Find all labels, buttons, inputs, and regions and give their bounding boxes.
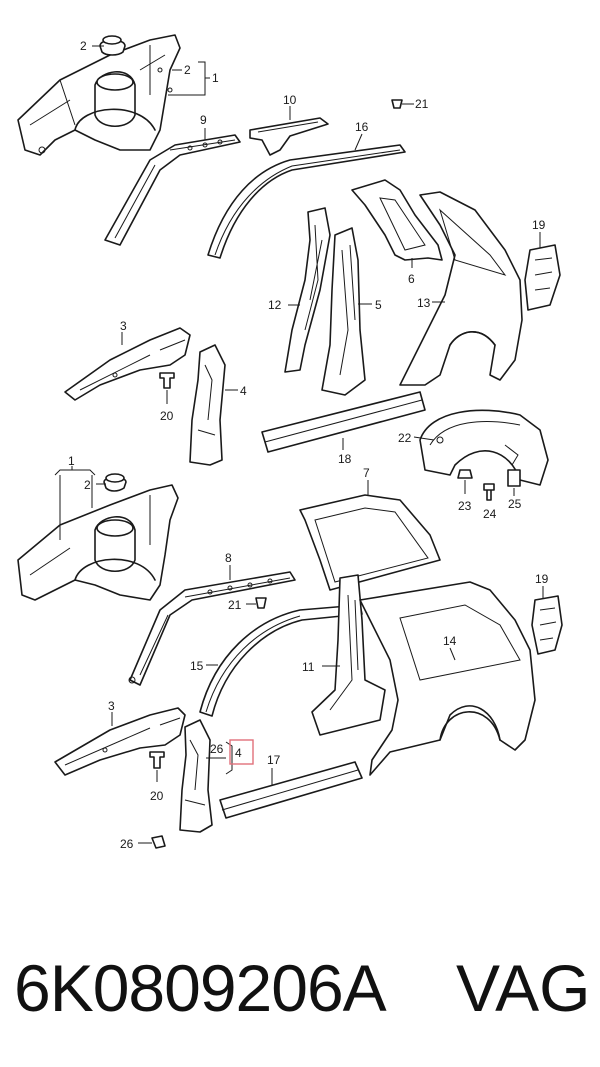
part-11	[311, 574, 386, 736]
callout-22: 22	[398, 431, 412, 445]
callout-3: 3	[108, 699, 115, 713]
part-26	[151, 835, 166, 849]
callout-1: 1	[68, 454, 75, 468]
callout-9: 9	[200, 113, 207, 127]
wheelhouse-assembly-mid	[17, 473, 179, 601]
part-23	[457, 469, 473, 479]
callout-19: 19	[532, 218, 546, 232]
callout-24: 24	[483, 507, 497, 521]
callout-2: 2	[184, 63, 191, 77]
part-3	[54, 707, 186, 776]
callout-23: 23	[458, 499, 472, 513]
callout-2: 2	[80, 39, 87, 53]
part-9	[104, 134, 241, 246]
callout-8: 8	[225, 551, 232, 565]
part-20	[159, 372, 175, 389]
callout-25: 25	[508, 497, 522, 511]
part-24	[483, 483, 495, 501]
callout-6: 6	[408, 272, 415, 286]
part-20	[149, 751, 165, 769]
callout-10: 10	[283, 93, 297, 107]
callout-3: 3	[120, 319, 127, 333]
callout-5: 5	[375, 298, 382, 312]
part-7	[299, 494, 441, 591]
part-10	[249, 117, 329, 156]
part-21	[391, 99, 403, 109]
part-13	[399, 191, 523, 386]
callout-26: 26	[210, 742, 224, 756]
part-6	[351, 179, 443, 261]
part-12	[284, 207, 331, 373]
callout-4: 4	[235, 746, 242, 760]
callout-21: 21	[228, 598, 242, 612]
part-19	[524, 244, 561, 311]
callout-17: 17	[267, 753, 281, 767]
parts-diagram: 2 2 1 9 10 21 16 12 5	[17, 34, 563, 851]
brand: VAG	[456, 951, 591, 1025]
callout-13: 13	[417, 296, 431, 310]
part-3	[64, 327, 191, 401]
callout-16: 16	[355, 120, 369, 134]
callout-15: 15	[190, 659, 204, 673]
part-25	[507, 469, 521, 487]
part-8	[128, 571, 296, 686]
callout-21: 21	[415, 97, 429, 111]
wheelhouse-assembly-top	[17, 34, 181, 156]
part-22	[419, 409, 549, 486]
callout-11: 11	[302, 660, 315, 674]
callout-1: 1	[212, 71, 219, 85]
part-18	[261, 391, 426, 453]
callout-26: 26	[120, 837, 134, 851]
callout-19: 19	[535, 572, 549, 586]
callout-20: 20	[160, 409, 174, 423]
callout-14: 14	[443, 634, 457, 648]
part-16	[207, 144, 406, 259]
callout-12: 12	[268, 298, 282, 312]
part-17	[219, 761, 363, 819]
caption: 6K0809206A VAG	[0, 940, 600, 1040]
part-19	[531, 595, 563, 655]
part-number: 6K0809206A	[14, 951, 387, 1025]
callout-18: 18	[338, 452, 352, 466]
highlight-box	[229, 739, 254, 765]
part-4	[179, 719, 213, 833]
part-4	[189, 344, 226, 466]
part-5	[321, 227, 366, 396]
callout-4: 4	[240, 384, 247, 398]
part-14	[359, 581, 536, 776]
part-21	[255, 597, 267, 609]
callout-2: 2	[84, 478, 91, 492]
callout-20: 20	[150, 789, 164, 803]
callout-7: 7	[363, 466, 370, 480]
